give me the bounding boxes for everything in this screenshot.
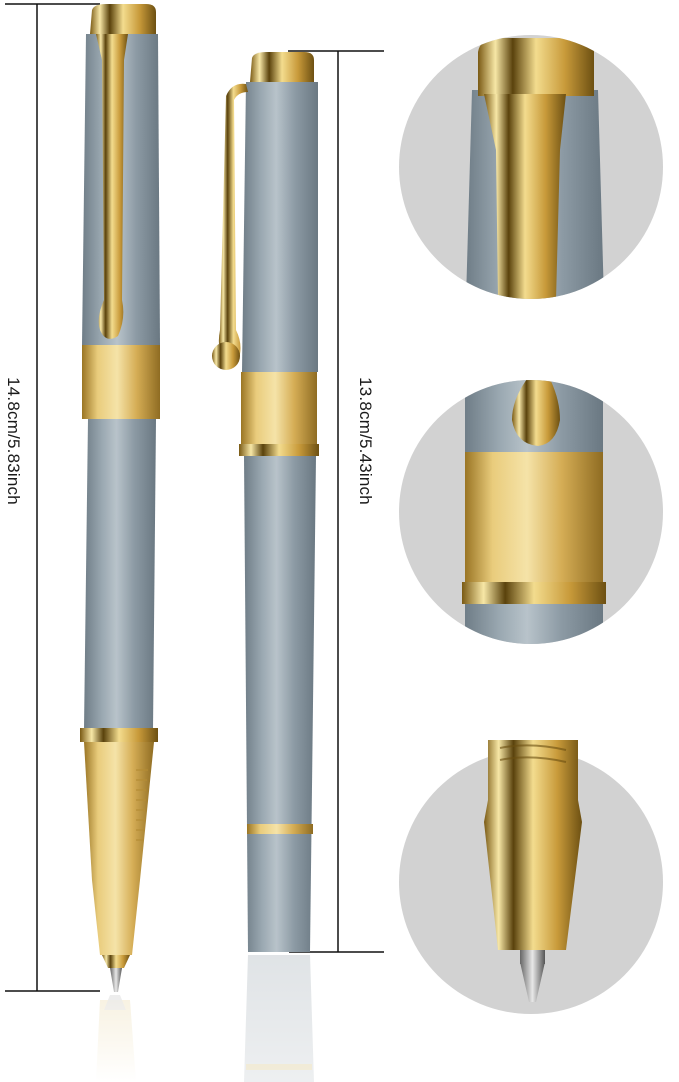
cap-top-clip-detail	[399, 35, 663, 299]
posted-pen	[80, 4, 160, 1082]
nib-tip-detail	[399, 740, 663, 1014]
capped-pen	[212, 52, 319, 1082]
capped-length-label: 13.8cm/5.43inch	[356, 377, 375, 505]
cap-band-detail	[399, 380, 663, 644]
posted-length-label: 14.8cm/5.83inch	[4, 377, 23, 505]
posted-length-dimension-line	[5, 3, 100, 992]
